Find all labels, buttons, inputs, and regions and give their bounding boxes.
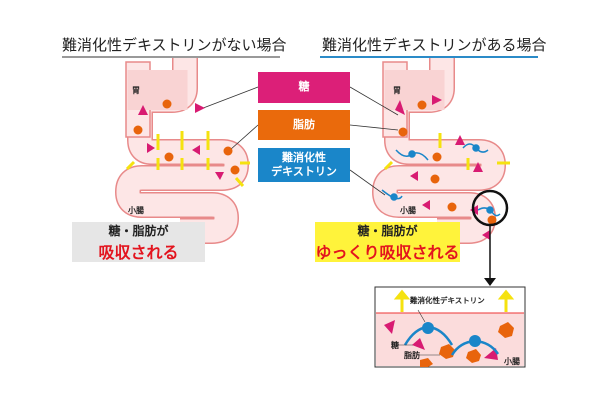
legend-dextrin-line1: 難消化性 — [282, 150, 326, 164]
fat-particles — [133, 99, 497, 225]
result-left-line2: 吸収される — [98, 242, 179, 262]
detail-sugar-label: 糖 — [391, 341, 399, 350]
detail-fat-particles — [420, 322, 514, 367]
stomach-label-right: 胃 — [393, 86, 401, 95]
legend-dextrin-line2: デキストリン — [271, 165, 337, 178]
small-intestine-label-right: 小腸 — [400, 206, 416, 215]
small-intestine-label-left: 小腸 — [128, 206, 144, 215]
dextrin-molecules — [381, 143, 501, 217]
absorption-arrows — [125, 131, 510, 187]
detail-dextrin-label: 難消化性デキストリン — [410, 296, 485, 305]
detail-absorption-arrows — [393, 289, 515, 312]
connector-lines — [197, 86, 399, 196]
heading-without-dextrin: 難消化性デキストリンがない場合 — [62, 36, 287, 54]
dextrin-molecule-icon — [422, 322, 434, 334]
result-with-dextrin: 糖・脂肪が ゆっくり吸収される — [315, 222, 460, 262]
heading-with-dextrin: 難消化性デキストリンがある場合 — [322, 36, 547, 54]
down-arrow-icon — [484, 278, 496, 286]
legend-sugar: 糖 — [258, 72, 350, 103]
result-right-line1: 糖・脂肪が — [357, 223, 418, 238]
heading-underline-right — [320, 56, 538, 58]
sugar-particles — [138, 95, 490, 240]
result-right-line2: ゆっくり吸収される — [315, 242, 460, 262]
detail-small-intestine-label: 小腸 — [504, 357, 520, 366]
detail-fat-label: 脂肪 — [404, 351, 420, 360]
legend-fat: 脂肪 — [258, 110, 350, 140]
result-without-dextrin: 糖・脂肪が 吸収される — [72, 222, 205, 262]
legend-dextrin: 難消化性 デキストリン — [258, 148, 350, 182]
heading-underline-left — [62, 56, 280, 58]
stomach-label-left: 胃 — [132, 86, 140, 95]
dextrin-molecule-icon — [469, 335, 481, 347]
result-left-line1: 糖・脂肪が — [108, 223, 169, 238]
